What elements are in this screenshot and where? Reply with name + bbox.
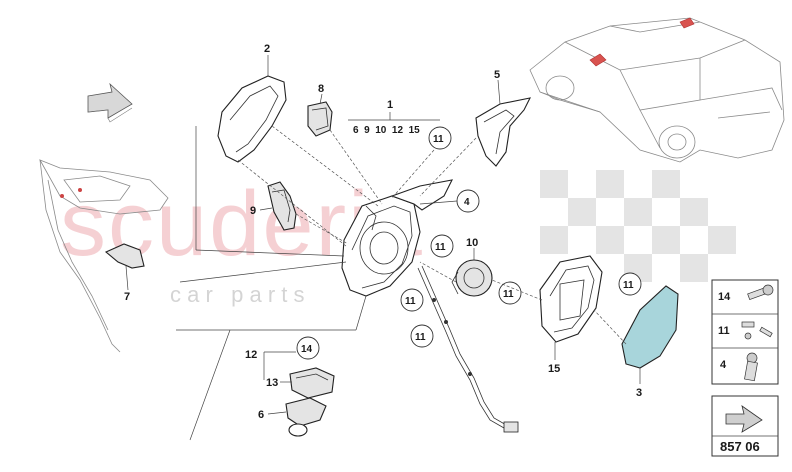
camera-housing-part (285, 397, 327, 427)
mirror-base-cover-part (475, 79, 531, 167)
camera-lens-part (288, 423, 308, 437)
sensor-module-part (289, 367, 335, 399)
mirror-bracket-part (307, 93, 333, 137)
mirror-motor-part (451, 248, 493, 297)
callout-9: 9 (250, 205, 256, 217)
legend-row-14-number: 14 (718, 291, 731, 303)
vehicle-overview (529, 17, 785, 163)
callout-3: 3 (636, 387, 642, 399)
mirror-housing-assembly (341, 179, 453, 297)
legend-row-11-number: 11 (718, 325, 730, 337)
exploded-view-lines (176, 125, 627, 441)
callout-11-circle-harness-2 (410, 324, 434, 348)
diagram-code: 857 06 (720, 439, 760, 454)
callout-1-subitems: 6 9 10 12 15 (353, 125, 420, 136)
expansion-rivet-icon (744, 352, 758, 382)
mirror-triangle-cover (104, 243, 145, 269)
callout-6: 6 (258, 409, 264, 421)
view-direction-arrow-icon (725, 405, 763, 433)
wiring-harness (417, 265, 519, 433)
mirror-location-marker-2 (679, 17, 695, 29)
checkered-flag-icon (540, 170, 736, 282)
direction-arrow-icon (87, 82, 133, 123)
legend-row-4-number: 4 (720, 359, 727, 371)
callout-4: 4 (464, 197, 470, 208)
mirror-location-marker (589, 53, 607, 67)
callout-12: 12 (245, 349, 257, 361)
callout-5: 5 (494, 69, 500, 81)
door-trim-assembly (39, 159, 169, 353)
callout-11-top: 11 (433, 134, 444, 145)
callout-11-circle-carrier (618, 272, 642, 296)
callout-2: 2 (264, 43, 270, 55)
callout-11-circle-housing (430, 234, 454, 258)
watermark-subtitle: c a r p a r t s (170, 282, 304, 307)
callout-11-motor: 11 (503, 289, 514, 300)
callout-13: 13 (266, 377, 278, 389)
callout-15: 15 (548, 363, 560, 375)
callout-11-circle-top (428, 126, 452, 150)
callout-1: 1 (387, 99, 393, 111)
callout-11-housing: 11 (435, 242, 446, 253)
callout-11-carrier: 11 (623, 280, 634, 291)
callout-7: 7 (124, 291, 130, 303)
bolt-icon (747, 284, 774, 301)
callout-11-harness-2: 11 (415, 332, 426, 343)
glass-carrier-part (539, 255, 603, 360)
mirror-glass-part (621, 285, 679, 384)
callout-8: 8 (318, 83, 324, 95)
callout-11-circle-harness-1 (400, 288, 424, 312)
callout-11-circle-motor (498, 281, 522, 305)
diagram-code-block: 857 06 (711, 395, 779, 457)
screw-clip-icon (741, 321, 773, 340)
callout-10: 10 (466, 237, 478, 249)
hardware-legend: 14 11 4 (711, 279, 779, 385)
mirror-cap-part (217, 55, 287, 163)
callout-14-circle (296, 336, 320, 360)
callout-11-harness-1: 11 (405, 296, 416, 307)
turn-signal-part (267, 181, 297, 231)
callout-14: 14 (301, 344, 313, 355)
lower-sensor-parts (263, 351, 335, 437)
